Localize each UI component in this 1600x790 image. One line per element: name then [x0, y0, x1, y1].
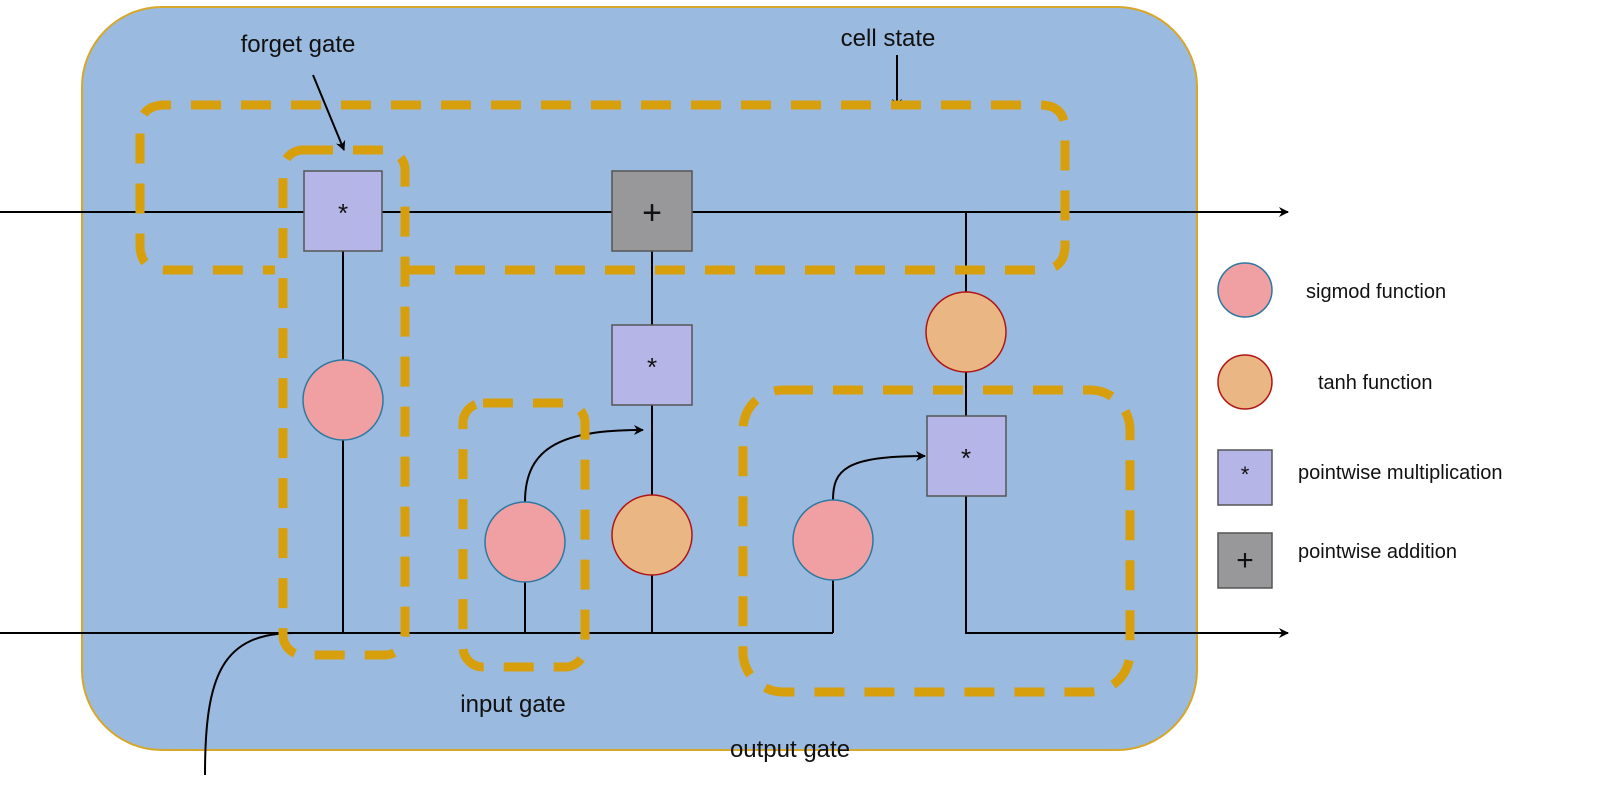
input-gate-region: [458, 398, 590, 672]
cell-state-label: cell state: [841, 25, 936, 52]
cell-state-region: [135, 100, 1070, 275]
tanh-legend-icon: [1217, 354, 1273, 410]
hidden-output-line: [965, 496, 1289, 638]
cell-add-symbol: +: [642, 194, 662, 232]
output-gate-arrow: [832, 451, 926, 501]
output-multiply-box: [926, 415, 1007, 497]
legend-add-label: pointwise addition: [1298, 541, 1457, 563]
output-tanh: [925, 291, 1007, 373]
forget-multiply-symbol: *: [338, 198, 348, 228]
legend: sigmod function tanh function * pointwis…: [1217, 262, 1503, 589]
input-multiply-symbol: *: [647, 352, 657, 382]
forget-gate-region: [278, 145, 410, 660]
input-tanh: [611, 494, 693, 576]
legend-multiply-label: pointwise multiplication: [1298, 462, 1503, 484]
output-multiply-symbol: *: [961, 443, 971, 473]
forget-sigmoid: [302, 359, 384, 441]
output-gate-label: output gate: [730, 736, 850, 763]
input-sigmoid: [484, 501, 566, 583]
output-sigmoid: [792, 499, 874, 581]
input-multiply-box: [611, 324, 693, 406]
multiply-legend-symbol: *: [1241, 462, 1250, 487]
legend-tanh-label: tanh function: [1318, 372, 1433, 394]
input-curve: [204, 632, 296, 776]
forget-gate-label-arrow: [312, 74, 346, 151]
add-legend-icon: [1217, 532, 1273, 589]
add-legend-symbol: +: [1236, 544, 1254, 577]
forget-multiply-box: [303, 170, 383, 252]
legend-sigmoid-label: sigmod function: [1306, 281, 1446, 303]
output-gate-region: [738, 385, 1135, 697]
input-gate-arrow: [524, 425, 644, 503]
cell-add-box: [611, 170, 693, 252]
forget-gate-label: forget gate: [241, 31, 356, 58]
multiply-legend-icon: [1217, 449, 1273, 506]
sigmoid-legend-icon: [1217, 262, 1273, 318]
input-gate-label: input gate: [460, 691, 565, 718]
